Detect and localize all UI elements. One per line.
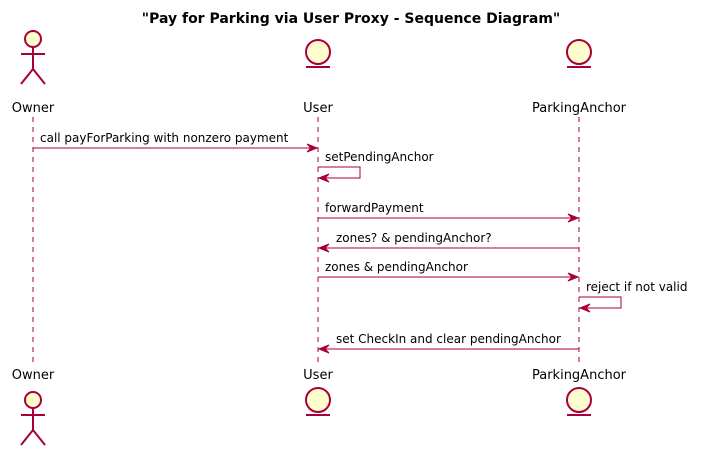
participant-label-owner: Owner	[12, 368, 55, 383]
participant-label-anchor: ParkingAnchor	[532, 101, 627, 116]
messages: call payForParking with nonzero payment s…	[33, 131, 687, 354]
participant-user-bottom: User	[303, 368, 333, 416]
actor-icon	[20, 391, 46, 446]
message-2: setPendingAnchor	[317, 150, 434, 183]
entity-icon	[566, 39, 592, 68]
message-arrow	[318, 166, 361, 179]
message-7: set CheckIn and clear pendingAnchor	[317, 332, 579, 354]
message-3: forwardPayment	[318, 201, 580, 223]
participant-anchor-top: ParkingAnchor	[532, 39, 627, 116]
lifelines	[32, 117, 580, 362]
entity-icon	[566, 387, 592, 416]
entity-icon	[305, 387, 331, 416]
message-label: forwardPayment	[325, 201, 424, 215]
message-label: set CheckIn and clear pendingAnchor	[336, 332, 561, 346]
message-4: zones? & pendingAnchor?	[317, 231, 579, 253]
message-5: zones & pendingAnchor	[318, 260, 580, 282]
actor-icon	[20, 30, 46, 85]
participant-label-user: User	[303, 101, 333, 116]
participants: OwnerOwnerUserUserParkingAnchorParkingAn…	[12, 30, 627, 446]
participant-label-anchor: ParkingAnchor	[532, 368, 627, 383]
message-label: zones? & pendingAnchor?	[336, 231, 492, 245]
message-label: setPendingAnchor	[325, 150, 434, 164]
participant-user-top: User	[303, 39, 333, 116]
diagram-title: "Pay for Parking via User Proxy - Sequen…	[142, 11, 560, 27]
message-label: zones & pendingAnchor	[325, 260, 468, 274]
entity-icon	[305, 39, 331, 68]
message-label: call payForParking with nonzero payment	[40, 131, 289, 145]
participant-label-owner: Owner	[12, 101, 55, 116]
participant-label-user: User	[303, 368, 333, 383]
message-arrow	[579, 296, 622, 309]
participant-owner-top: Owner	[12, 30, 55, 116]
participant-owner-bottom: Owner	[12, 368, 55, 446]
message-6: reject if not valid	[578, 280, 687, 313]
participant-anchor-bottom: ParkingAnchor	[532, 368, 627, 416]
message-1: call payForParking with nonzero payment	[33, 131, 319, 153]
message-label: reject if not valid	[586, 280, 687, 294]
